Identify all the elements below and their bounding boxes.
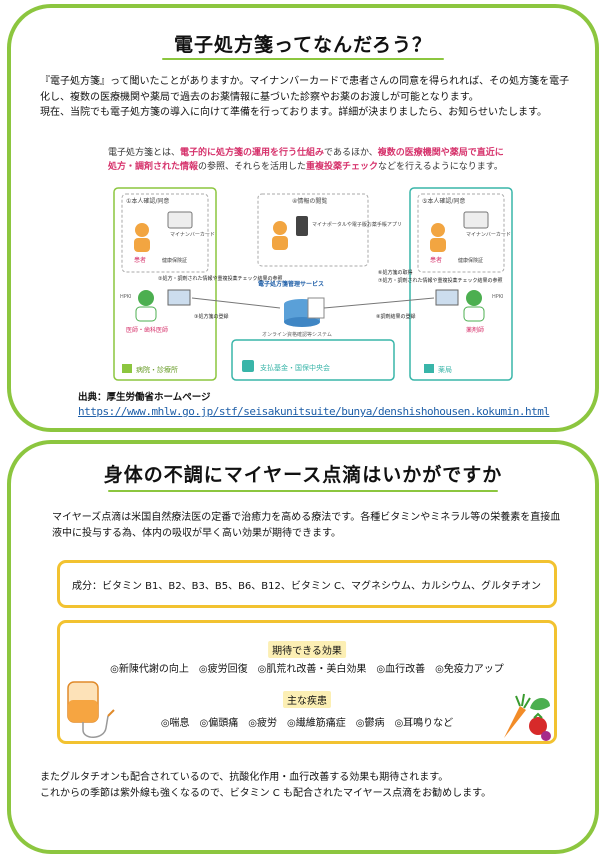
pharmacy-frame (409, 187, 513, 381)
definition-text: 電子処方箋とは、電子的に処方箋の運用を行う仕組みであるほか、複数の医療機関や薬局… (108, 146, 510, 174)
def-highlight-1: 電子的に処方箋の運用を行う仕組み (180, 148, 325, 158)
card-label: マイナンバーカード (466, 232, 511, 238)
right-reg-label: ⑧調剤結果の登録 (376, 313, 415, 320)
left-ref-label: ②処方・調剤された情報や重複投薬チェック結果の参照 (158, 275, 283, 282)
closing-text: またグルタチオンも配合されているので、抗酸化作用・血行改善する効果も期待されます… (40, 772, 492, 799)
hospital-icon (122, 364, 132, 373)
online-system-label: オンライン資格確認等システム (262, 331, 332, 338)
center-group-label: 支払基金・国保中央会 (260, 363, 330, 372)
health-card-label: 健康保険証 (162, 257, 187, 264)
myers-description: マイヤーズ点滴は米国自然療法医の定番で治癒力を高める療法です。各種ビタミンやミネ… (52, 512, 561, 539)
card-label: マイナンバーカード (170, 232, 215, 238)
ingredients-box: 成分：ビタミン B1、B2、B3、B5、B6、B12、ビタミン C、マグネシウム… (57, 560, 557, 608)
source-label: 出典：厚生労働省ホームページ (78, 392, 211, 403)
def-text-1: 電子処方箋とは、 (108, 148, 181, 158)
right-ref-label: ⑦処方・調剤された情報や重複投薬チェック結果の参照 (378, 277, 503, 284)
def-highlight-3: 重複投薬チェック (306, 162, 379, 172)
info-view-label: ④情報の閲覧 (292, 197, 327, 205)
hospital-group-label: 病院・診療所 (136, 365, 178, 374)
patient-icon (134, 223, 150, 252)
health-card-label: 健康保険証 (458, 257, 483, 264)
my-number-card-icon (463, 211, 489, 229)
hospital-frame (113, 187, 217, 381)
pharmacist-label: 薬剤師 (466, 326, 484, 334)
section1-title: 電子処方箋ってなんだろう？ (174, 34, 432, 56)
patient-label: 患者 (134, 256, 146, 264)
center-frame (231, 339, 395, 381)
pc-icon (167, 289, 191, 306)
my-number-card-icon (167, 211, 193, 229)
def-text-2: であるほか、 (324, 148, 378, 158)
ingredients-text: 成分：ビタミン B1、B2、B3、B5、B6、B12、ビタミン C、マグネシウム… (72, 581, 542, 592)
server-icon (284, 297, 325, 327)
def-text-3: の参照、それらを活用した (198, 162, 307, 172)
effects-heading: 期待できる効果 (268, 641, 346, 658)
diseases-list: ◎喘息 ◎偏頭痛 ◎疲労 ◎繊維筋痛症 ◎鬱病 ◎耳鳴りなど (160, 718, 454, 729)
left-consent-label: ①本人確認/同意 (126, 197, 169, 205)
section2-title: 身体の不調にマイヤース点滴はいかがですか (103, 464, 503, 486)
hpki-label: HPKI (120, 294, 132, 300)
def-text-4: などを行えるようになります。 (378, 162, 503, 172)
effects-list: ◎新陳代謝の向上 ◎疲労回復 ◎肌荒れ改善・美白効果 ◎血行改善 ◎免疫力アップ (110, 664, 504, 675)
left-reg-label: ③処方箋の登録 (194, 313, 228, 320)
title-underline (108, 490, 498, 492)
doctor-label: 医師・歯科医師 (126, 326, 168, 334)
arrow (191, 297, 281, 309)
def-highlight-2: 複数の医療機関や薬局で直近に処方・調剤された情報 (108, 148, 504, 172)
right-get-label: ⑥処方箋の取得 (378, 269, 412, 276)
iv-bag-icon (67, 681, 115, 738)
diseases-heading: 主な疾患 (283, 691, 331, 708)
intro-text: 『電子処方箋』って聞いたことがありますか。マイナンバーカードで患者さんの同意を得… (40, 76, 570, 118)
smartphone-icon (296, 216, 308, 236)
patient-icon (272, 221, 288, 250)
arrow (323, 297, 435, 309)
portal-label: マイナポータルや電子版お薬手帳アプリ (312, 221, 402, 228)
pc-icon (435, 289, 459, 306)
pharmacist-icon (463, 290, 485, 322)
source-link[interactable]: https://www.mhlw.go.jp/stf/seisakunitsui… (78, 405, 550, 418)
server-icon (242, 360, 254, 372)
hpki-label: HPKI (492, 294, 504, 300)
pharmacy-icon (424, 364, 434, 373)
doctor-icon (135, 290, 157, 322)
pharmacy-group-label: 薬局 (438, 365, 452, 374)
patient-icon (430, 223, 446, 252)
server-label: 電子処方箋管理サービス (258, 280, 324, 288)
title-underline (162, 58, 444, 60)
patient-label: 患者 (430, 256, 442, 264)
vegetables-icon (504, 693, 551, 741)
effects-box: 期待できる効果 ◎新陳代謝の向上 ◎疲労回復 ◎肌荒れ改善・美白効果 ◎血行改善… (57, 620, 557, 744)
e-prescription-diagram: ①本人確認/同意 ⑤本人確認/同意 ④情報の閲覧 患者 患者 マイナンバーカード… (113, 187, 513, 381)
right-consent-label: ⑤本人確認/同意 (422, 197, 465, 205)
